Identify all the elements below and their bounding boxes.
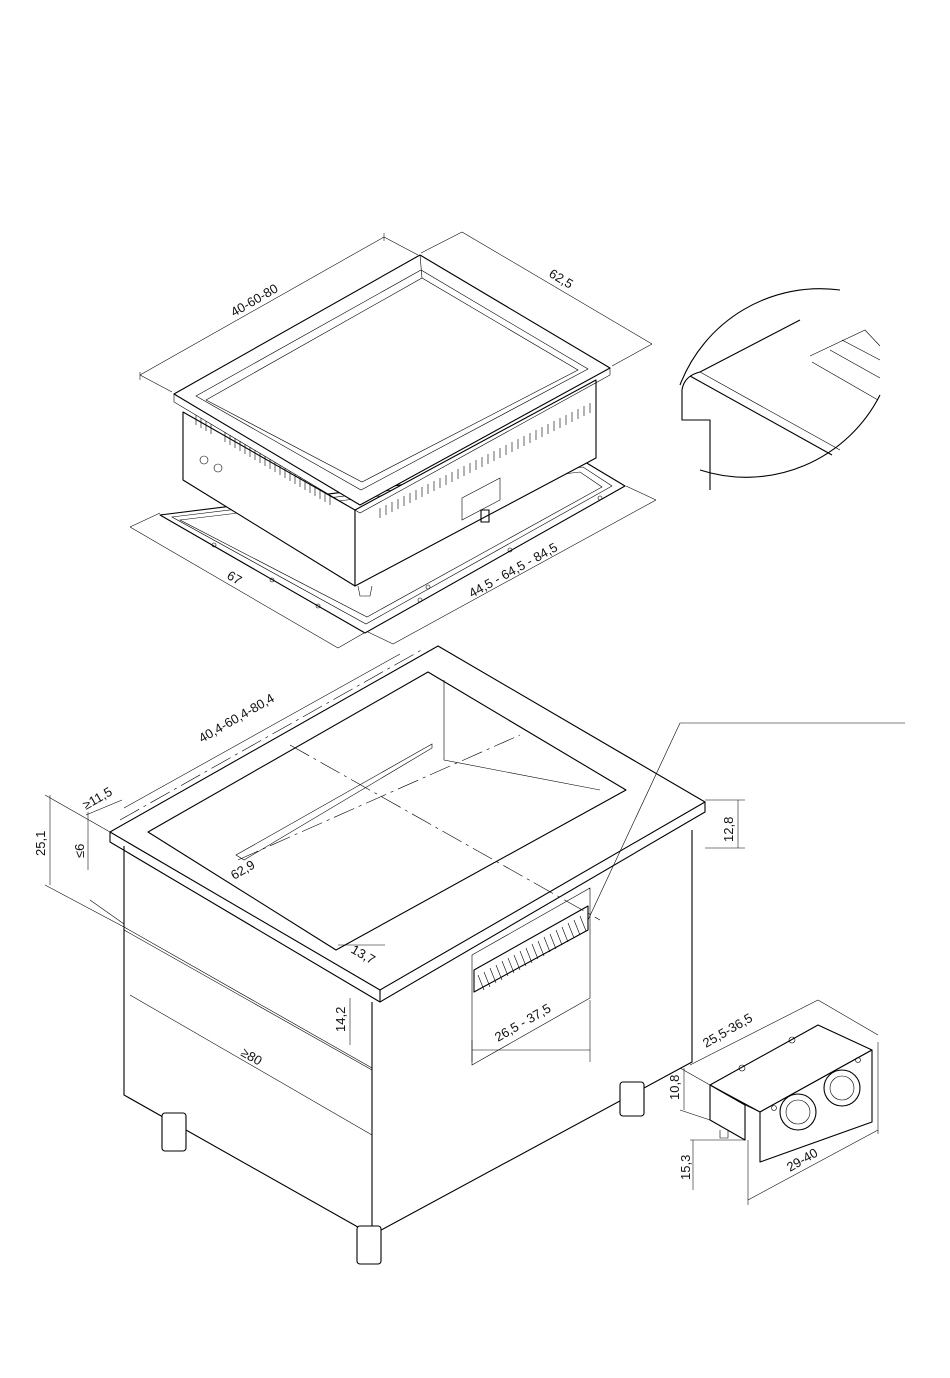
counter-cabinet xyxy=(110,646,905,1264)
dim-top-depth: 62,5 xyxy=(546,266,575,292)
control-knob-icon xyxy=(824,1070,860,1106)
control-box xyxy=(710,1025,872,1162)
dim-right-height: 12,8 xyxy=(721,817,736,842)
dim-cutout-width: 40,4-60,4-80,4 xyxy=(196,690,277,745)
control-knob-icon xyxy=(780,1094,816,1130)
dim-max-thickness: ≤6 xyxy=(72,844,87,858)
dim-counter-height: 25,1 xyxy=(33,831,48,856)
dim-vent-width: 26,5 - 37,5 xyxy=(492,1001,553,1045)
vent-grille xyxy=(478,916,586,990)
dim-box-height: 10,8 xyxy=(667,1075,682,1100)
dim-min-edge: ≥11,5 xyxy=(80,784,115,813)
dim-front-height: 14,2 xyxy=(333,1007,348,1032)
dim-box-depth: 25,5-36,5 xyxy=(700,1010,755,1050)
edge-detail xyxy=(680,289,880,490)
dim-frame-depth: 67 xyxy=(225,568,245,588)
dim-cabinet-width: ≥80 xyxy=(239,1045,265,1069)
cabinet-legs xyxy=(162,1082,644,1264)
dim-box-offset: 15,3 xyxy=(678,1155,693,1180)
